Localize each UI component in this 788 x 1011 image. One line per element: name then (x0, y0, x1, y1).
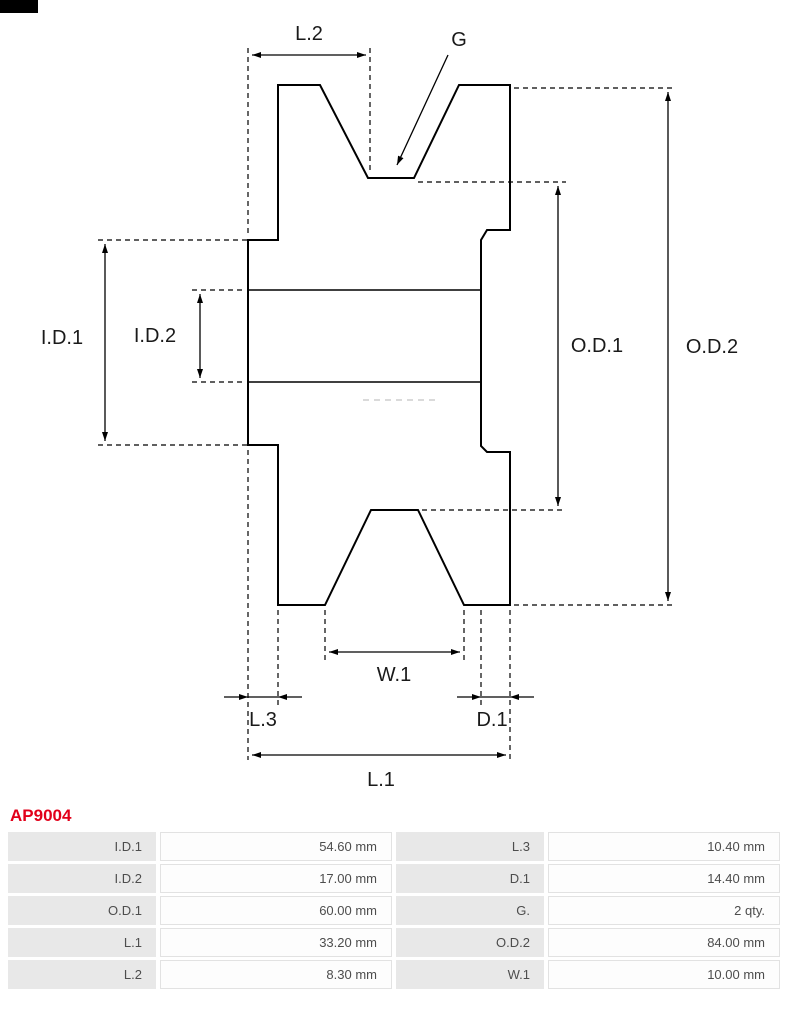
spec-label: D.1 (396, 864, 544, 893)
label-l2: L.2 (295, 23, 323, 45)
label-id1: I.D.1 (41, 327, 83, 349)
label-od2: O.D.2 (686, 336, 738, 358)
spec-label: W.1 (396, 960, 544, 989)
spec-label: O.D.1 (8, 896, 156, 925)
spec-label: L.1 (8, 928, 156, 957)
spec-label: G. (396, 896, 544, 925)
dimension-od2: O.D.2 (514, 87, 738, 606)
label-l3: L.3 (249, 709, 277, 731)
dimension-od1: O.D.1 (418, 181, 623, 511)
spec-label: I.D.2 (8, 864, 156, 893)
dimension-g: G (396, 29, 467, 166)
spec-label: L.3 (396, 832, 544, 861)
spec-value: 54.60 mm (160, 832, 392, 861)
dimension-d1: D.1 (457, 610, 534, 760)
label-w1: W.1 (377, 664, 411, 686)
dimension-l3: L.3 (224, 450, 302, 760)
spec-value: 14.40 mm (548, 864, 780, 893)
label-l1: L.1 (367, 769, 395, 791)
spec-value: 8.30 mm (160, 960, 392, 989)
spec-value: 84.00 mm (548, 928, 780, 957)
spec-label: I.D.1 (8, 832, 156, 861)
spec-label: O.D.2 (396, 928, 544, 957)
dimension-id1: I.D.1 (41, 239, 276, 446)
pulley-technical-drawing: L.2 G I.D.1 I.D.2 O.D.1 (41, 23, 738, 791)
spec-value: 60.00 mm (160, 896, 392, 925)
logo-fragment (0, 0, 38, 13)
pulley-outline (247, 84, 511, 606)
dimension-id2: I.D.2 (134, 289, 246, 383)
spec-value: 10.40 mm (548, 832, 780, 861)
spec-table: I.D.1 54.60 mm L.3 10.40 mm I.D.2 17.00 … (8, 832, 780, 989)
label-g: G (451, 29, 467, 51)
label-od1: O.D.1 (571, 335, 623, 357)
part-number: AP9004 (10, 806, 72, 825)
spec-value: 2 qty. (548, 896, 780, 925)
spec-value: 10.00 mm (548, 960, 780, 989)
spec-label: L.2 (8, 960, 156, 989)
spec-value: 17.00 mm (160, 864, 392, 893)
label-id2: I.D.2 (134, 325, 176, 347)
dimension-l2: L.2 (247, 23, 371, 236)
spec-value: 33.20 mm (160, 928, 392, 957)
label-d1: D.1 (476, 709, 507, 731)
dimension-l1: L.1 (252, 752, 506, 791)
dimension-w1: W.1 (324, 610, 465, 686)
